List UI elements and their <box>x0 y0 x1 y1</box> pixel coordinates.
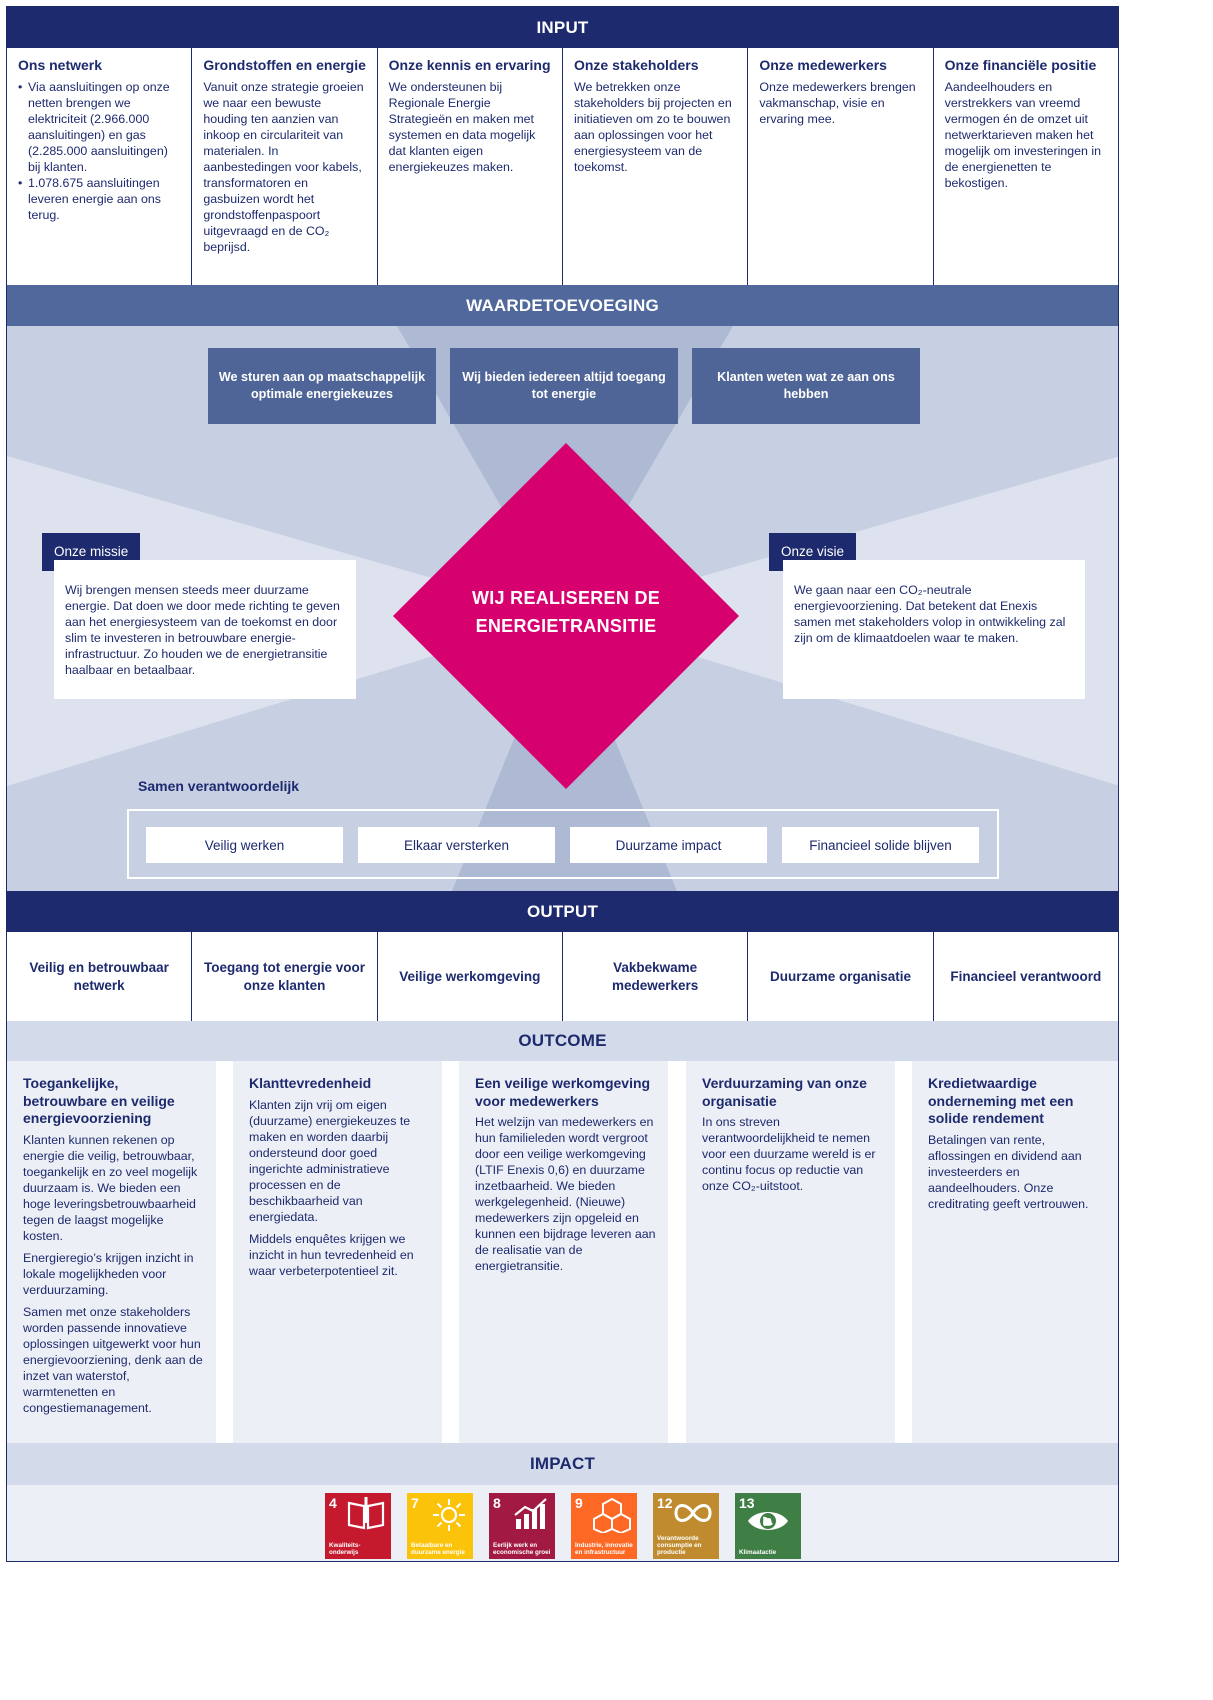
impact-area: 4 Kwaliteits-onderwijs 7 Betaalbare en d… <box>7 1485 1118 1561</box>
outcome-col-satisfaction: Klanttevredenheid Klanten zijn vrij om e… <box>233 1061 442 1443</box>
input-col-title: Onze kennis en ervaring <box>388 57 551 73</box>
input-bullets: Via aansluitingen op onze netten brengen… <box>18 79 182 223</box>
input-col-text: Vanuit onze strategie groeien we naar ee… <box>203 80 364 254</box>
sdg-9-tile: 9 Industrie, innovatie en infrastructuur <box>571 1493 637 1559</box>
input-header: INPUT <box>7 7 1118 48</box>
pillar-access-energy: Wij bieden iedereen altijd toegang tot e… <box>450 348 678 424</box>
sun-icon <box>433 1499 465 1531</box>
input-row: Ons netwerk Via aansluitingen op onze ne… <box>7 48 1118 285</box>
outcome-text: Het welzijn van medewerkers en hun famil… <box>475 1115 656 1273</box>
book-pencil-icon <box>347 1497 385 1530</box>
outcome-header: OUTCOME <box>7 1021 1118 1061</box>
cubes-icon <box>593 1497 631 1533</box>
value-item: Duurzame impact <box>570 827 767 863</box>
vision-card: We gaan naar een CO₂-neutrale energievoo… <box>783 560 1085 699</box>
input-col-knowledge: Onze kennis en ervaring We ondersteunen … <box>377 48 563 285</box>
sdg-label: Kwaliteits-onderwijs <box>329 1542 361 1556</box>
value-item: Elkaar versterken <box>358 827 555 863</box>
center-statement: WIJ REALISEREN DE ENERGIETRANSITIE <box>471 588 661 636</box>
input-col-resources: Grondstoffen en energie Vanuit onze stra… <box>192 48 378 285</box>
mission-card: Wij brengen mensen steeds meer duurzame … <box>54 560 356 699</box>
sdg-number: 12 <box>657 1495 673 1511</box>
input-col-title: Grondstoffen en energie <box>203 57 366 73</box>
output-item: Toegang tot energie voor onze klanten <box>192 932 378 1021</box>
growth-chart-icon <box>514 1498 547 1529</box>
sdg-7-tile: 7 Betaalbare en duurzame energie <box>407 1493 473 1559</box>
value-creation-area: We sturen aan op maatschappelijk optimal… <box>7 326 1118 891</box>
output-item: Veilige werkomgeving <box>377 932 563 1021</box>
sdg-number: 7 <box>411 1495 419 1511</box>
sdg-label: Eerlijk werk en economische groei <box>493 1542 551 1556</box>
input-bullet: Via aansluitingen op onze netten brengen… <box>18 79 182 175</box>
output-item: Duurzame organisatie <box>748 932 934 1021</box>
input-col-financial: Onze financiële positie Aandeelhouders e… <box>933 48 1118 285</box>
sdg-13-tile: 13 Klimaatactie <box>735 1493 801 1559</box>
outcome-title: Verduurzaming van onze organisatie <box>702 1075 867 1109</box>
outcome-text: Energieregio’s krijgen inzicht in lokale… <box>23 1250 194 1297</box>
outcome-title: Kredietwaardige onderneming met een soli… <box>928 1075 1074 1126</box>
sdg-number: 4 <box>329 1495 337 1511</box>
outcome-col-safety: Een veilige werkomgeving voor medewerker… <box>459 1061 668 1443</box>
outcome-title: Toegankelijke, betrouwbare en veilige en… <box>23 1075 175 1126</box>
pillar-energy-choices: We sturen aan op maatschappelijk optimal… <box>208 348 436 424</box>
output-item: Vakbekwame medewerkers <box>562 932 749 1021</box>
outcome-text: Klanten zijn vrij om eigen (duurzame) en… <box>249 1097 411 1224</box>
sdg-number: 9 <box>575 1495 583 1511</box>
output-row: Veilig en betrouwbaar netwerk Toegang to… <box>7 932 1118 1021</box>
value-creation-model: INPUT Ons netwerk Via aansluitingen op o… <box>6 6 1119 1562</box>
outcome-text: Samen met onze stakeholders worden passe… <box>23 1304 203 1415</box>
sdg-4-tile: 4 Kwaliteits-onderwijs <box>325 1493 391 1559</box>
sdg-label: Klimaatactie <box>739 1549 777 1556</box>
input-col-title: Onze financiële positie <box>944 57 1097 73</box>
outcome-text: Betalingen van rente, aflossingen en div… <box>928 1132 1089 1211</box>
input-col-stakeholders: Onze stakeholders We betrekken onze stak… <box>562 48 749 285</box>
impact-header: IMPACT <box>7 1443 1118 1485</box>
sdg-12-tile: 12 Verantwoorde consumptie en productie <box>653 1493 719 1559</box>
input-bullet: 1.078.675 aansluitingen leveren energie … <box>18 175 182 223</box>
shared-responsibility-box: Veilig werken Elkaar versterken Duurzame… <box>127 809 999 879</box>
pillar-customer-trust: Klanten weten wat ze aan ons hebben <box>692 348 920 424</box>
eye-globe-icon <box>748 1512 788 1530</box>
sdg-8-tile: 8 Eerlijk werk en economische groei <box>489 1493 555 1559</box>
sdg-label: Verantwoorde consumptie en productie <box>657 1535 702 1556</box>
sdg-number: 13 <box>739 1495 755 1511</box>
input-col-text: We ondersteunen bij Regionale Energie St… <box>388 80 536 174</box>
outcome-text: In ons streven verantwoordelijkheid te n… <box>702 1115 876 1193</box>
sdg-number: 8 <box>493 1495 501 1511</box>
outcome-text: Klanten kunnen rekenen op energie die ve… <box>23 1132 198 1243</box>
output-item: Financieel verantwoord <box>933 932 1118 1021</box>
shared-responsibility-title: Samen verantwoordelijk <box>138 778 300 794</box>
input-col-title: Ons netwerk <box>18 57 103 73</box>
input-col-title: Onze medewerkers <box>759 57 887 73</box>
input-col-title: Onze stakeholders <box>573 57 699 73</box>
input-col-text: Onze medewerkers brengen vakmanschap, vi… <box>759 80 916 126</box>
sdg-label: Betaalbare en duurzame energie <box>411 1542 465 1556</box>
output-header: OUTPUT <box>7 891 1118 932</box>
outcome-col-credit: Kredietwaardige onderneming met een soli… <box>912 1061 1118 1443</box>
input-col-text: We betrekken onze stakeholders bij proje… <box>573 80 732 174</box>
value-item: Veilig werken <box>146 827 343 863</box>
input-col-employees: Onze medewerkers Onze medewerkers brenge… <box>748 48 934 285</box>
infinity-icon <box>674 1504 712 1522</box>
value-item: Financieel solide blijven <box>782 827 979 863</box>
outcome-col-sustainability: Verduurzaming van onze organisatie In on… <box>686 1061 895 1443</box>
sdg-label: Industrie, innovatie en infrastructuur <box>575 1542 633 1556</box>
input-col-text: Aandeelhouders en verstrekkers van vreem… <box>944 80 1101 190</box>
outcome-col-supply: Toegankelijke, betrouwbare en veilige en… <box>7 1061 216 1443</box>
outcome-text: Middels enquêtes krijgen we inzicht in h… <box>249 1231 414 1278</box>
center-diamond <box>393 443 739 789</box>
outcome-area: Toegankelijke, betrouwbare en veilige en… <box>7 1061 1118 1443</box>
outcome-title: Klanttevredenheid <box>249 1075 372 1091</box>
outcome-title: Een veilige werkomgeving voor medewerker… <box>475 1075 651 1109</box>
value-creation-header: WAARDETOEVOEGING <box>7 285 1118 326</box>
output-item: Veilig en betrouwbaar netwerk <box>7 932 193 1021</box>
input-col-network: Ons netwerk Via aansluitingen op onze ne… <box>7 48 193 285</box>
